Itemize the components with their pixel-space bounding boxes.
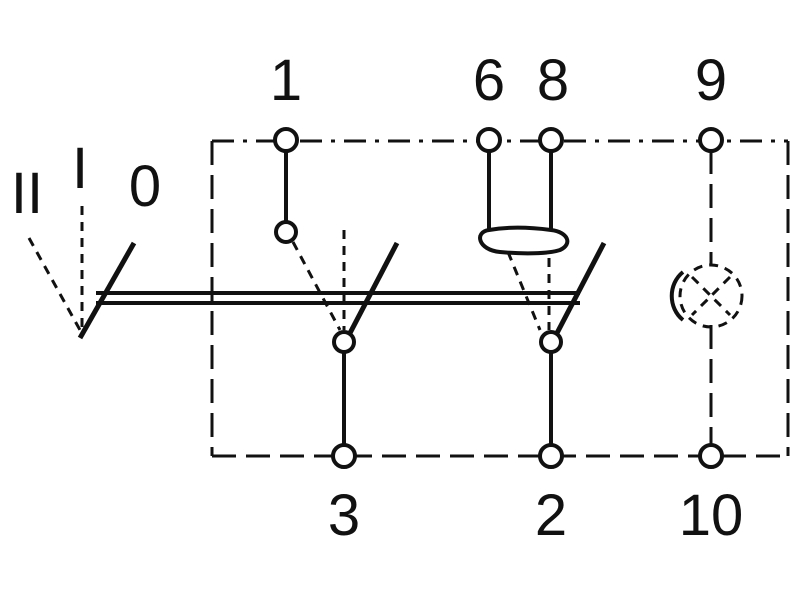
position-line-ii (27, 237, 82, 331)
terminal-label-10: 10 (679, 483, 744, 548)
terminal-label-6: 6 (473, 48, 505, 113)
terminal-label-1: 1 (270, 48, 302, 113)
terminals (273, 127, 724, 469)
terminal-label-3: 3 (328, 483, 360, 548)
position-label-ii: II (11, 161, 43, 226)
bridge-loop (478, 225, 570, 256)
contact-3-pivot (332, 330, 356, 354)
terminal-10 (698, 443, 724, 469)
lamp-symbol (669, 263, 744, 329)
position-label-i: I (72, 136, 88, 201)
terminal-6 (476, 127, 502, 153)
contact-bridge-dashed-path (506, 251, 542, 331)
lamp-base-arc (669, 270, 685, 322)
lamp-cross-b (690, 275, 732, 317)
terminal-2 (538, 443, 564, 469)
rocker-contact-left (346, 241, 400, 337)
lamp-cross-a (690, 275, 732, 317)
contact-1-dashed-path (291, 241, 342, 331)
terminal-label-8: 8 (537, 48, 569, 113)
contact-group-1-3 (274, 140, 400, 456)
terminal-label-9: 9 (695, 48, 727, 113)
actuator-link-bar (96, 291, 580, 305)
lamp-bulb-dashed-circle (678, 263, 744, 329)
rocker-lever-off (77, 241, 137, 340)
terminal-3 (331, 443, 357, 469)
rocker-contact-right (553, 241, 607, 337)
switch-housing (210, 139, 790, 458)
position-label-off: 0 (129, 154, 161, 219)
terminal-label-2: 2 (535, 483, 567, 548)
contact-2-pivot (539, 330, 563, 354)
contact-1-pivot (274, 220, 298, 244)
lamp-circuit-9-10 (669, 150, 744, 446)
terminal-9 (698, 127, 724, 153)
terminal-1 (273, 127, 299, 153)
terminal-labels: 1 6 8 9 3 2 10 (270, 48, 743, 548)
contact-group-6-8-2 (478, 140, 607, 456)
position-markers: 0 I II (11, 136, 161, 340)
terminal-8 (538, 127, 564, 153)
